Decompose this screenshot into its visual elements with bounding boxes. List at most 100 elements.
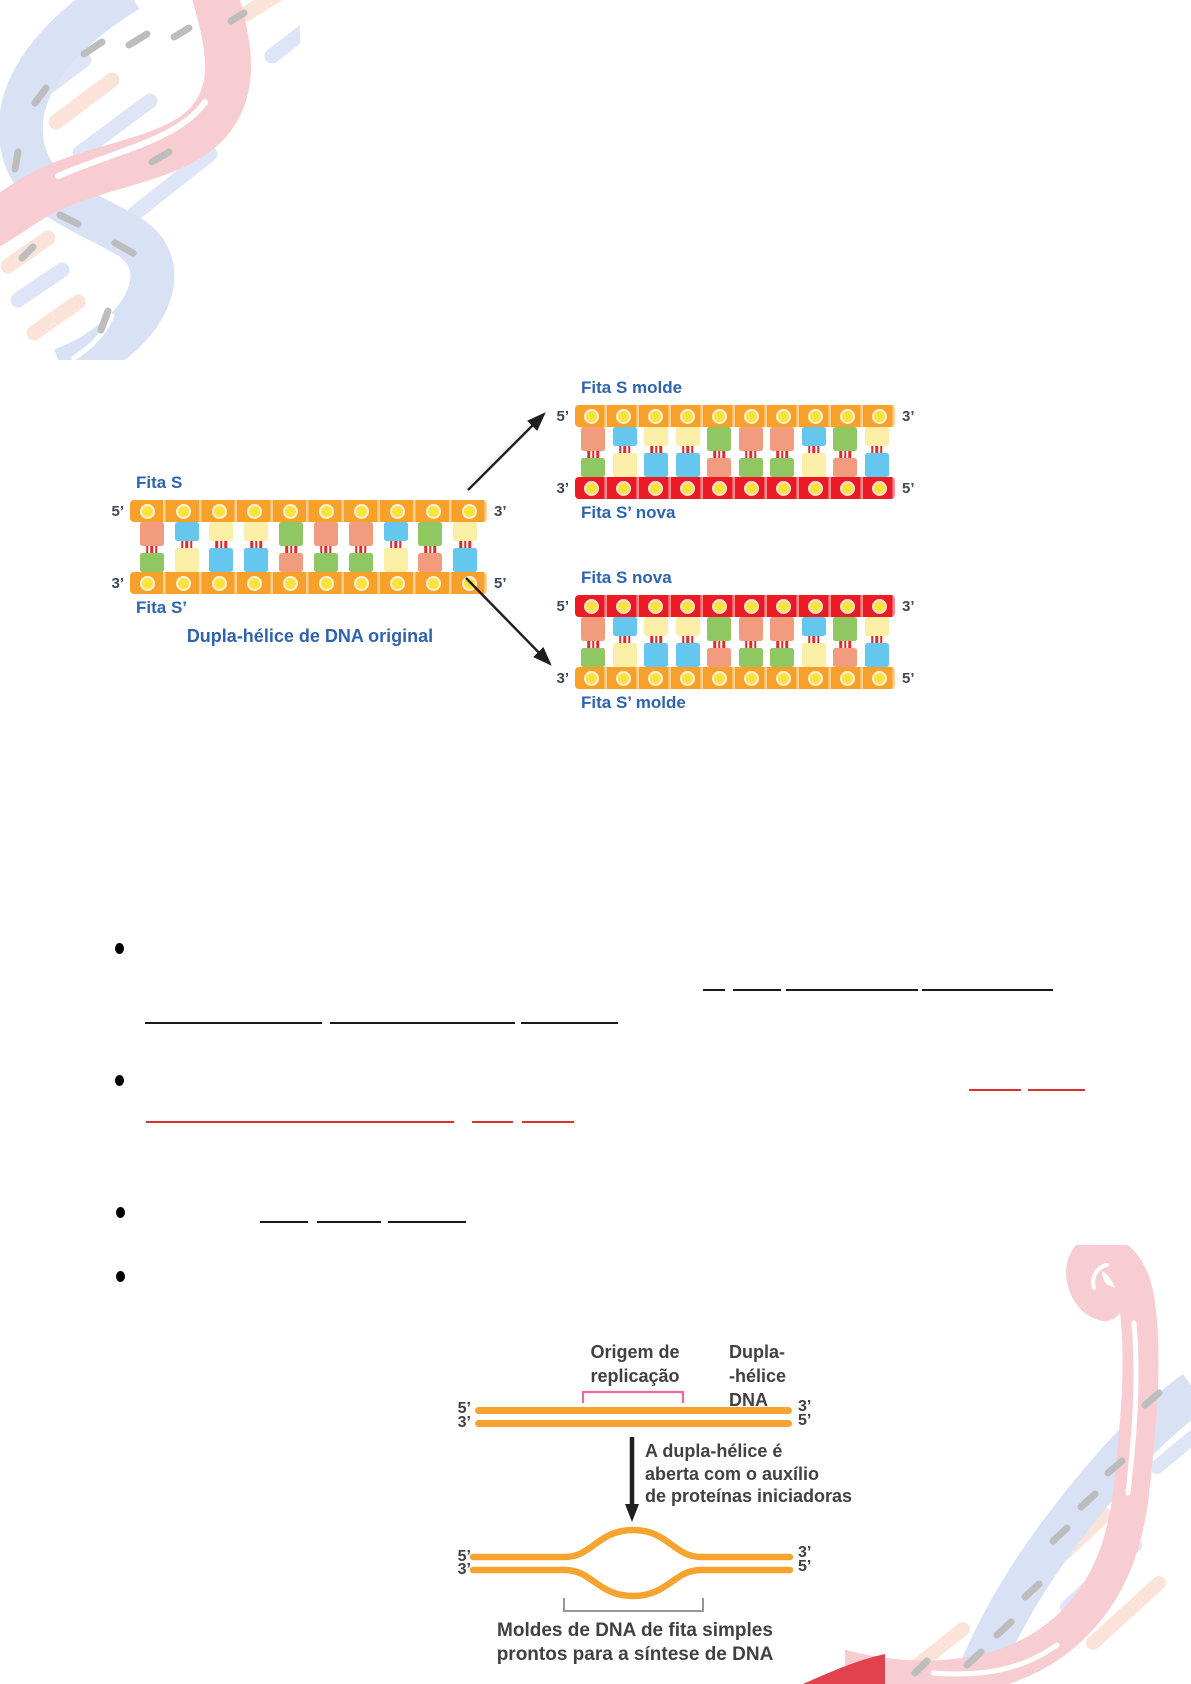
base-yellow bbox=[675, 427, 700, 446]
base-yellow bbox=[453, 522, 478, 541]
hydrogen-bond-ticks bbox=[424, 546, 437, 553]
bond-tick bbox=[433, 546, 437, 553]
annotation-line3: de proteínas iniciadoras bbox=[645, 1486, 853, 1506]
hydrogen-bond-ticks bbox=[619, 636, 631, 643]
base-salmon bbox=[770, 617, 795, 641]
phosphate-dot bbox=[841, 482, 853, 494]
base-blue bbox=[644, 453, 669, 477]
phosphate-dot bbox=[841, 672, 853, 684]
blank-underline bbox=[317, 1221, 381, 1224]
bond-tick bbox=[785, 641, 788, 648]
phosphate-dot bbox=[142, 577, 154, 589]
hydrogen-bond-ticks bbox=[587, 641, 600, 648]
base-green bbox=[770, 648, 795, 667]
prime-label-5-top-left: 5’ bbox=[457, 1400, 471, 1417]
phosphate-dot bbox=[873, 410, 885, 422]
bond-tick bbox=[870, 636, 874, 643]
prime-label-top-right: 3’ bbox=[902, 598, 915, 615]
base-green bbox=[707, 427, 732, 451]
prime-label-top-left: 5’ bbox=[556, 598, 569, 615]
backbone-strand-orange bbox=[130, 572, 487, 594]
backbone-strand-orange bbox=[575, 667, 895, 689]
bond-tick bbox=[713, 641, 717, 648]
bond-tick bbox=[623, 636, 627, 643]
base-pair bbox=[675, 617, 701, 667]
bond-tick bbox=[879, 636, 883, 643]
base-pair bbox=[769, 617, 795, 667]
base-salmon bbox=[279, 553, 304, 572]
base-pair bbox=[643, 617, 669, 667]
strand-name-label: Fita S’ bbox=[136, 598, 188, 617]
base-green bbox=[139, 553, 164, 572]
base-salmon bbox=[738, 617, 763, 641]
bubble-prime-3-bottom-left: 3’ bbox=[457, 1561, 471, 1578]
base-pair bbox=[612, 617, 638, 667]
dna-strand-top-line bbox=[475, 1407, 792, 1414]
hydrogen-bond-ticks bbox=[354, 546, 367, 553]
bond-tick bbox=[324, 546, 328, 553]
hydrogen-bond-ticks bbox=[619, 446, 631, 453]
bond-tick bbox=[839, 641, 842, 648]
phosphate-dot bbox=[213, 505, 225, 517]
bond-tick bbox=[718, 451, 721, 458]
bond-tick bbox=[650, 636, 654, 643]
templates-gray-bracket bbox=[563, 1598, 704, 1612]
strand-name-label: Fita S bbox=[136, 473, 183, 492]
phosphate-dot bbox=[585, 672, 597, 684]
hydrogen-bond-ticks bbox=[146, 546, 158, 553]
base-pair bbox=[243, 522, 269, 572]
bullet-marker bbox=[115, 1206, 125, 1218]
prime-label-top-left: 5’ bbox=[111, 503, 124, 520]
base-yellow bbox=[644, 617, 669, 636]
phosphate-dot bbox=[777, 600, 789, 612]
bond-tick bbox=[294, 546, 297, 553]
bond-tick bbox=[628, 446, 631, 453]
base-pair bbox=[801, 617, 827, 667]
bond-tick bbox=[744, 641, 748, 648]
bond-tick bbox=[659, 636, 663, 643]
bond-tick bbox=[215, 541, 219, 548]
phosphate-dot bbox=[356, 505, 368, 517]
bond-tick bbox=[250, 541, 253, 548]
helix-highlights bbox=[930, 1263, 1139, 1677]
open-helix-annotation: A dupla-hélice é aberta com o auxílio de… bbox=[645, 1440, 852, 1508]
bond-tick bbox=[398, 541, 402, 548]
base-blue bbox=[244, 548, 269, 572]
bond-tick bbox=[744, 451, 748, 458]
phosphate-dot bbox=[873, 600, 885, 612]
prime-label-3-bottom-left: 3’ bbox=[457, 1414, 471, 1431]
bond-tick bbox=[285, 546, 288, 553]
bond-tick bbox=[807, 636, 811, 643]
hydrogen-bond-ticks bbox=[180, 541, 193, 548]
prime-label-top-left: 5’ bbox=[556, 408, 569, 425]
phosphate-dot bbox=[745, 482, 757, 494]
bond-tick bbox=[587, 641, 591, 648]
bond-tick bbox=[185, 541, 188, 548]
bond-tick bbox=[812, 636, 815, 643]
base-salmon bbox=[833, 648, 858, 667]
bond-tick bbox=[255, 541, 258, 548]
bond-tick bbox=[359, 546, 362, 553]
bond-tick bbox=[776, 641, 779, 648]
bond-tick bbox=[354, 546, 358, 553]
base-pair bbox=[278, 522, 304, 572]
base-green bbox=[581, 648, 606, 667]
bond-tick bbox=[468, 541, 471, 548]
phosphate-dot bbox=[681, 600, 693, 612]
base-yellow bbox=[612, 453, 637, 477]
bond-tick bbox=[776, 451, 779, 458]
prime-label-bottom-left: 3’ bbox=[111, 575, 124, 592]
base-pair bbox=[174, 522, 200, 572]
hydrogen-bond-ticks bbox=[682, 446, 694, 453]
phosphate-dot bbox=[285, 577, 297, 589]
strand-name-label: Fita S nova bbox=[581, 568, 672, 587]
phosphate-dot bbox=[249, 505, 261, 517]
bond-tick bbox=[682, 636, 685, 643]
base-green bbox=[418, 522, 443, 546]
phosphate-dot bbox=[142, 505, 154, 517]
helix-gray-ticks bbox=[911, 1389, 1163, 1677]
phosphate-dot bbox=[392, 577, 404, 589]
bond-tick bbox=[389, 541, 393, 548]
hydrogen-bond-ticks bbox=[839, 641, 851, 648]
hydrogen-bond-ticks bbox=[650, 446, 663, 453]
